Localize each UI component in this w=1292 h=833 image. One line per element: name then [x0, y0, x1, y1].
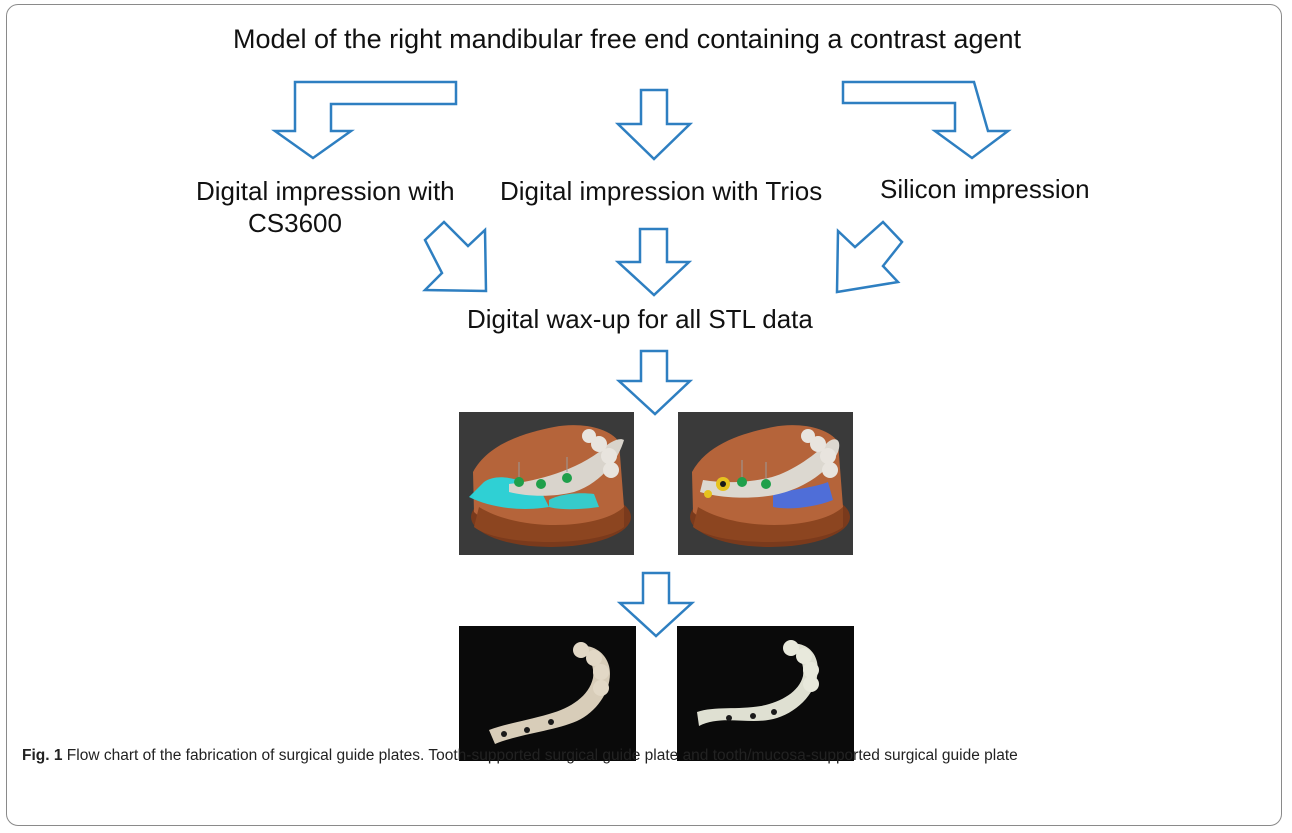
arrow-to-cs3600 — [271, 80, 458, 160]
arrow-to-silicon — [841, 80, 1012, 160]
node-cs3600-line2: CS3600 — [248, 208, 342, 238]
arrow-renders-to-photos — [616, 571, 696, 638]
photo-mucosa-supported-guide — [677, 626, 854, 761]
arrow-to-trios — [614, 88, 694, 161]
render-image-mucosa-supported — [678, 412, 853, 555]
node-trios-text: Digital impression with Trios — [500, 176, 823, 206]
arrow-trios-to-waxup — [614, 227, 693, 297]
figure-frame — [6, 4, 1282, 826]
arrow-waxup-to-renders — [615, 349, 694, 416]
node-waxup-text: Digital wax-up for all STL data — [467, 304, 813, 334]
arrow-silicon-to-waxup — [835, 220, 904, 294]
caption-text: Flow chart of the fabrication of surgica… — [66, 747, 1018, 764]
photo-tooth-supported-guide — [459, 626, 636, 761]
node-model-text: Model of the right mandibular free end c… — [233, 24, 1021, 54]
caption-label: Fig. 1 — [22, 747, 63, 764]
node-cs3600-line1: Digital impression with — [196, 176, 455, 206]
arrow-cs3600-to-waxup — [422, 220, 488, 293]
node-silicon-text: Silicon impression — [880, 174, 1090, 204]
figure-caption: Fig. 1 Flow chart of the fabrication of … — [22, 745, 1262, 767]
render-image-tooth-supported — [459, 412, 634, 555]
